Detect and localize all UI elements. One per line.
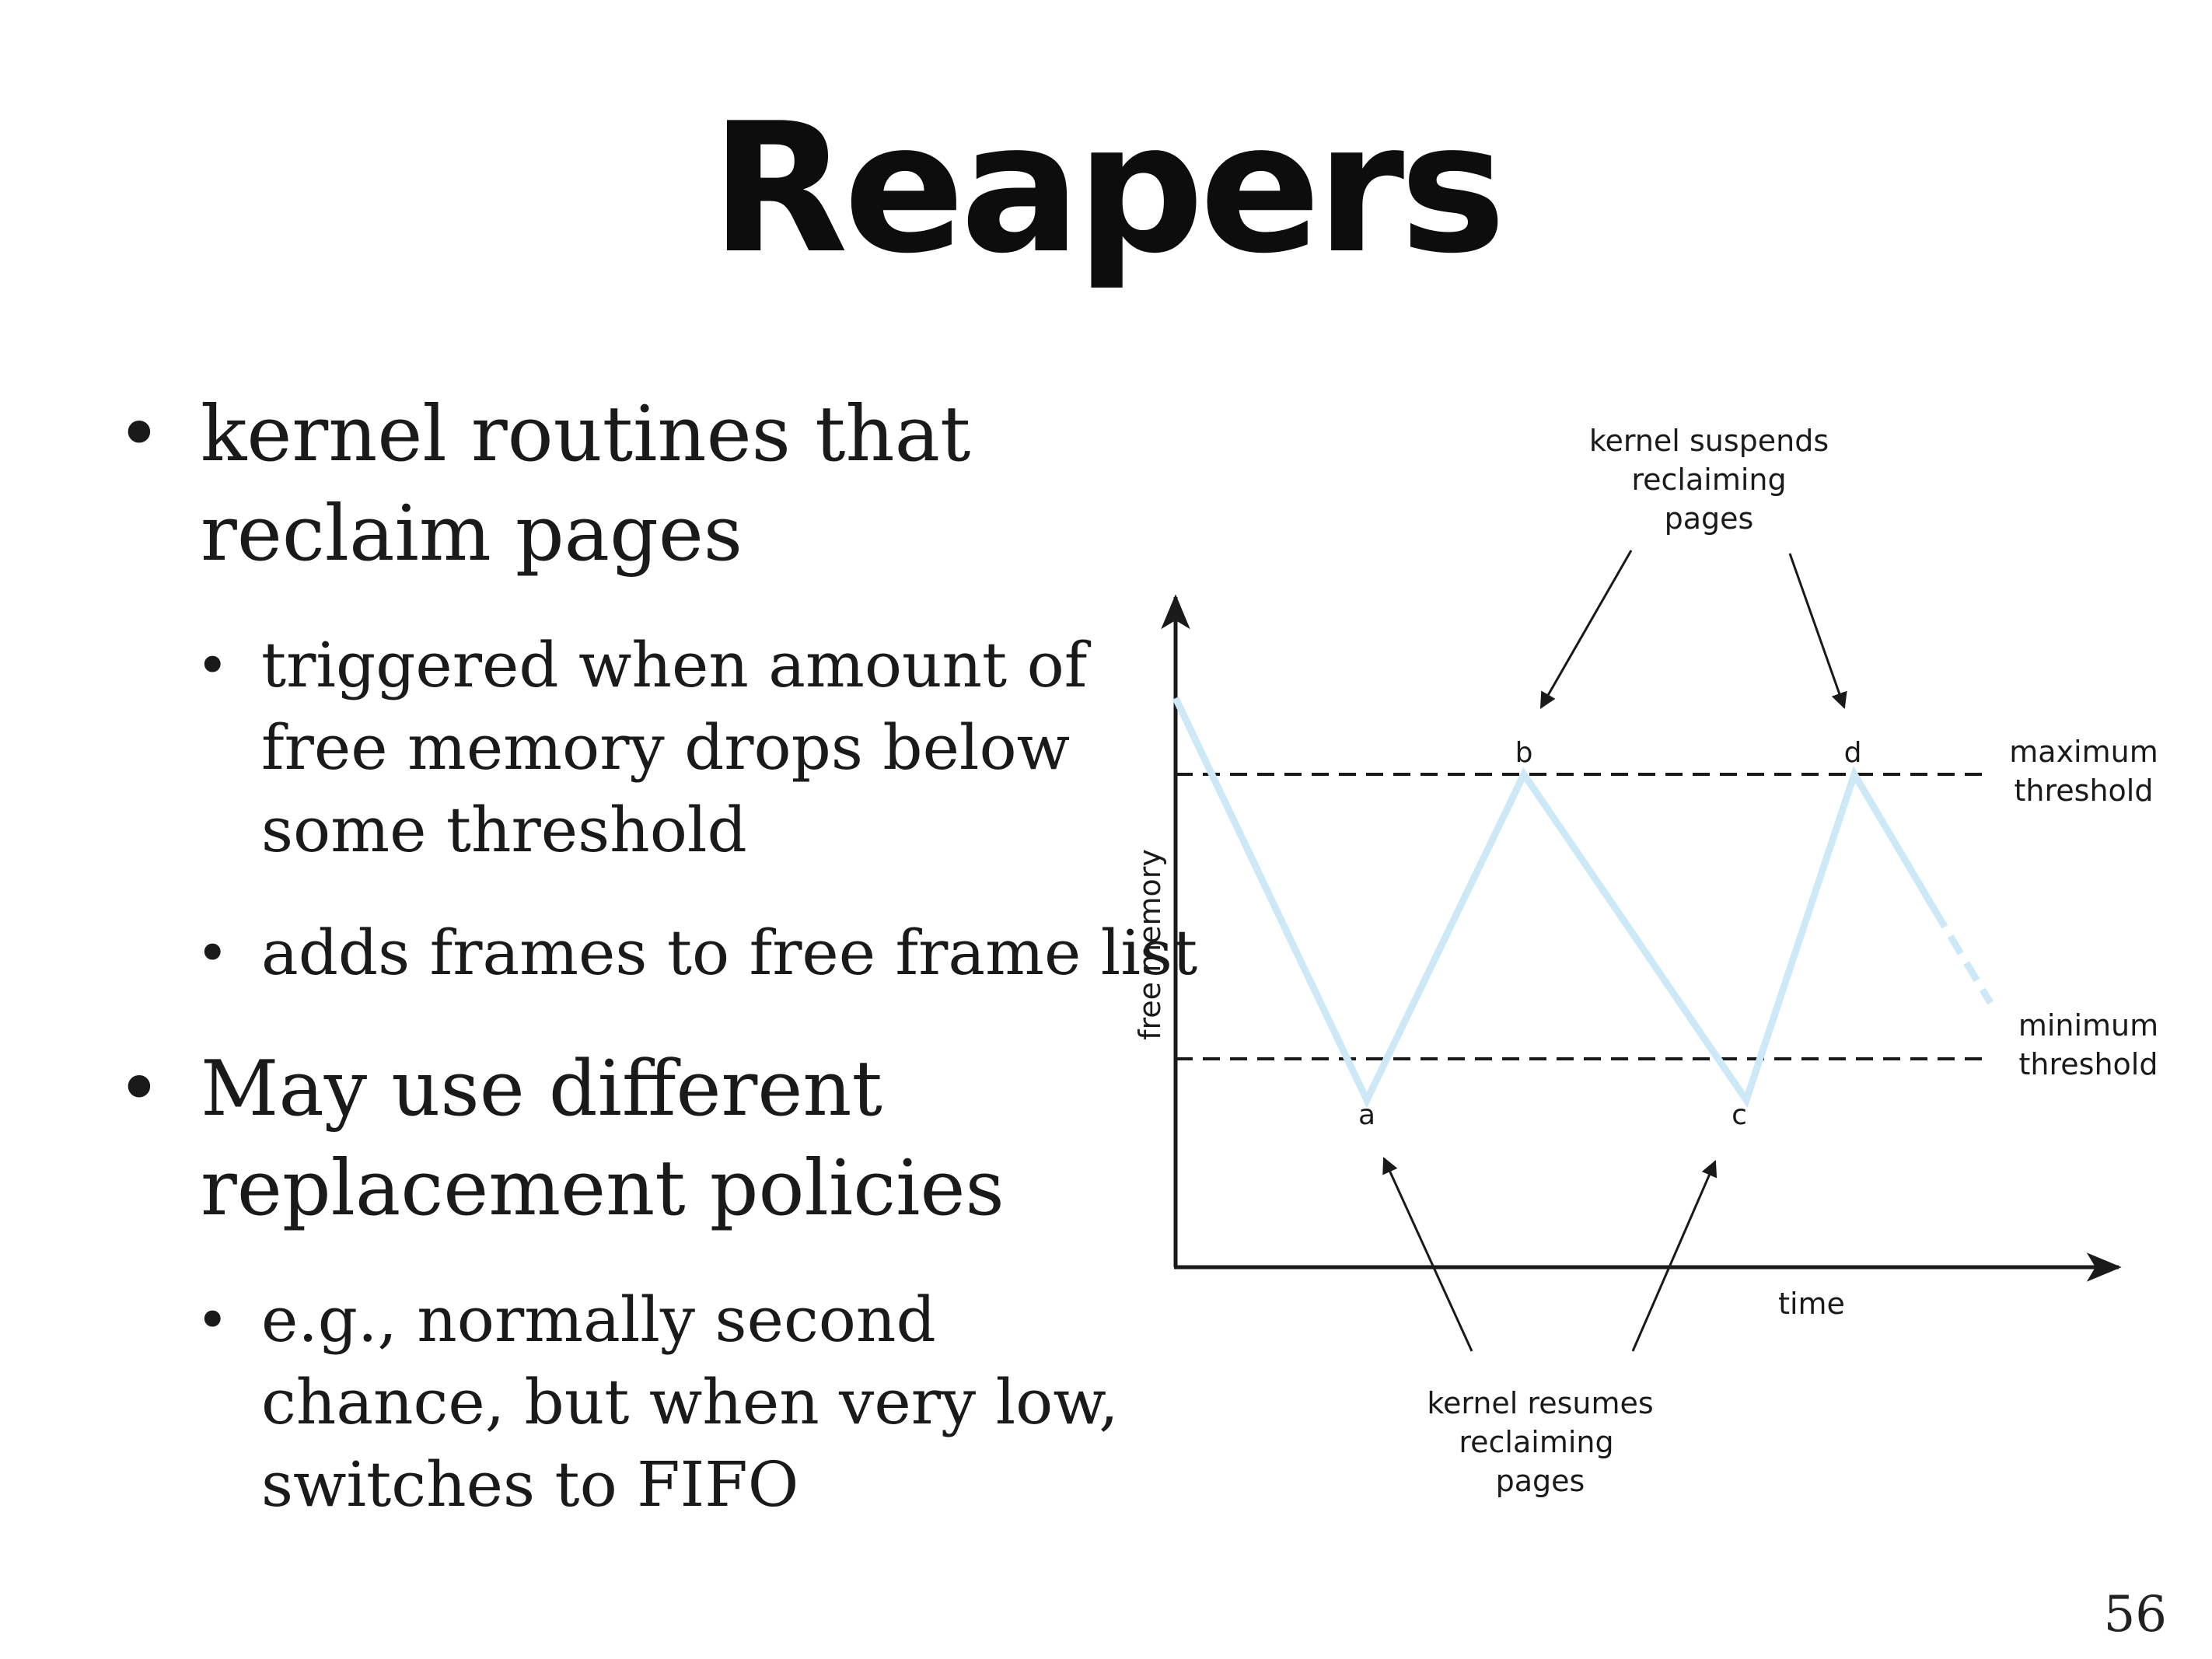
max-threshold-label-line1: maximum [2009,735,2158,769]
suspend-label-line2: reclaiming [1631,463,1786,497]
bullet-line: triggered when amount of [261,629,1088,701]
suspend-label-line3: pages [1665,501,1754,536]
min-threshold-label-line2: threshold [2019,1047,2158,1081]
bullet-replacement-policies: • May use different replacement policies [117,1039,1127,1238]
point-label-b: b [1515,737,1533,769]
bullet-line: adds frames to free frame list [261,917,1198,989]
bullet-line: kernel routines that [201,390,971,479]
resume-label-line3: pages [1496,1464,1585,1498]
max-threshold-label-line2: threshold [2015,774,2154,808]
subbullet-second-chance: • e.g., normally second chance, but when… [117,1279,1127,1526]
free-memory-curve-continuation [1931,907,1994,1005]
suspend-label-line1: kernel suspends [1589,424,1829,458]
y-axis-label: free memory [1133,849,1167,1040]
suspend-arrow-d [1788,553,1847,709]
page-number: 56 [2103,1586,2167,1643]
slide-title: Reapers [710,86,1506,293]
point-label-a: a [1358,1099,1375,1131]
bullet-dot-icon: • [196,920,229,986]
suspend-arrow-b [1539,550,1633,709]
min-threshold-label-line1: minimum [2018,1008,2158,1043]
bullet-line: free memory drops below [261,711,1071,784]
point-label-d: d [1844,737,1862,769]
x-axis-label: time [1778,1287,1845,1321]
bullet-line: chance, but when very low, [261,1366,1119,1438]
bullet-dot-icon: • [196,633,229,698]
resume-arrow-a [1382,1157,1473,1352]
subbullet-adds-frames: • adds frames to free frame list [117,912,1198,994]
bullet-line: some threshold [261,794,747,866]
free-memory-curve [1172,697,1938,1109]
bullet-line: May use different [201,1045,882,1133]
bullet-dot-icon: • [117,1045,162,1133]
bullet-line: switches to FIFO [261,1448,799,1521]
bullet-line: reclaim pages [201,490,743,578]
subbullet-triggered: • triggered when amount of free memory d… [117,624,1127,871]
bullet-kernel-routines: • kernel routines that reclaim pages [117,385,1127,584]
bullet-dot-icon: • [117,390,162,479]
resume-label-line1: kernel resumes [1427,1386,1653,1420]
point-label-c: c [1732,1099,1747,1131]
bullet-dot-icon: • [196,1287,229,1353]
bullet-list: • kernel routines that reclaim pages • t… [117,385,1198,1566]
bullet-line: e.g., normally second [261,1284,936,1356]
resume-label-line2: reclaiming [1459,1425,1613,1459]
resume-arrow-c [1631,1160,1718,1352]
bullet-line: replacement policies [201,1144,1005,1233]
